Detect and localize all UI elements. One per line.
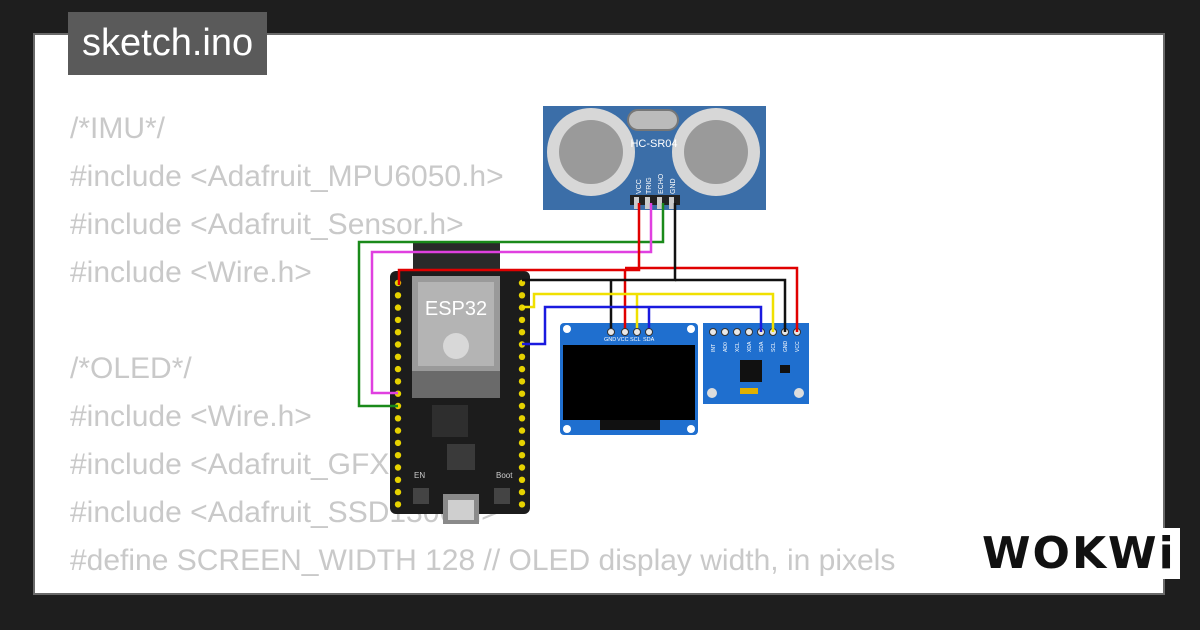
- esp32-pin[interactable]: [394, 488, 402, 496]
- esp32-pin[interactable]: [518, 365, 526, 373]
- imu-pin-label: AD0: [723, 342, 729, 352]
- imu-pin[interactable]: [745, 328, 753, 336]
- oled-pin-vcc: VCC: [617, 337, 629, 343]
- wires: [357, 203, 799, 408]
- esp32-pin[interactable]: [518, 439, 526, 447]
- imu-pin[interactable]: [733, 328, 741, 336]
- oled-pin-gnd: GND: [604, 337, 616, 343]
- wire-green: [357, 203, 665, 408]
- code-line: #include <Adafruit_MPU6050.h>: [70, 160, 504, 193]
- oled-pin-sda: SDA: [643, 337, 655, 343]
- imu-pin-label: SCL: [771, 342, 777, 352]
- esp32-pin[interactable]: [394, 452, 402, 459]
- esp32-pin[interactable]: [394, 464, 402, 471]
- esp32-pin[interactable]: [394, 439, 402, 447]
- esp32-pin[interactable]: [518, 329, 526, 336]
- wire-magenta: [370, 203, 653, 395]
- esp32-pin[interactable]: [394, 378, 402, 385]
- file-tab-label: sketch.ino: [82, 22, 254, 64]
- code-line: /*OLED*/: [70, 352, 192, 385]
- esp32-label: ESP32: [425, 298, 487, 320]
- code-line: /*IMU*/: [70, 112, 166, 145]
- esp32-pin[interactable]: [518, 427, 526, 434]
- esp32-pin[interactable]: [394, 501, 402, 508]
- esp32-pin[interactable]: [518, 353, 526, 360]
- imu-pin[interactable]: [721, 328, 729, 336]
- esp32-pin[interactable]: [394, 427, 402, 434]
- wokwi-logo: WOKWi: [978, 528, 1180, 579]
- ultrasonic-label: HC-SR04: [630, 138, 677, 150]
- svg-text:Boot: Boot: [496, 471, 513, 480]
- code-line: #define SCREEN_WIDTH 128 // OLED display…: [70, 544, 896, 577]
- oled-pin-scl: SCL: [630, 337, 641, 343]
- esp32-pin[interactable]: [518, 292, 526, 299]
- oled-display[interactable]: GND VCC SCL SDA: [560, 323, 698, 435]
- imu-pin[interactable]: [709, 328, 717, 336]
- pin-label-gnd: GND: [670, 178, 677, 194]
- imu-pin-label: SDA: [759, 341, 765, 352]
- esp32-pin[interactable]: [518, 402, 526, 410]
- imu-pin-label: XCL: [735, 342, 741, 352]
- imu-pin-label: GND: [783, 341, 789, 353]
- code-listing: /*IMU*/ #include <Adafruit_MPU6050.h> #inc…: [70, 105, 905, 593]
- pin-label-echo: ECHO: [658, 173, 665, 194]
- esp32-pin[interactable]: [518, 415, 526, 422]
- wire-black-imu: [675, 278, 787, 332]
- pin-label-vcc: VCC: [636, 179, 643, 194]
- code-line: #include <Wire.h>: [70, 256, 312, 289]
- esp32-pin[interactable]: [518, 501, 526, 508]
- esp32-pin[interactable]: [394, 415, 402, 422]
- esp32-pin[interactable]: [518, 464, 526, 471]
- esp32-pin[interactable]: [394, 316, 402, 324]
- imu-pin-label: XDA: [747, 341, 753, 352]
- esp32-board[interactable]: ESP32 Boot EN: [390, 243, 530, 524]
- imu-module[interactable]: INT AD0 XCL XDA SDA SCL GND VCC: [703, 323, 809, 404]
- esp32-pin[interactable]: [518, 378, 526, 385]
- code-line: #define SCREEN_HEIGHT 64 // OLED display…: [70, 585, 905, 593]
- esp32-pin[interactable]: [518, 476, 526, 483]
- svg-text:EN: EN: [414, 471, 425, 480]
- esp32-pin[interactable]: [394, 365, 402, 373]
- esp32-pin[interactable]: [394, 476, 402, 483]
- esp32-pin[interactable]: [394, 304, 402, 311]
- esp32-pin[interactable]: [394, 292, 402, 299]
- imu-pin-label: INT: [711, 344, 717, 352]
- imu-pin-label: VCC: [795, 341, 801, 352]
- esp32-pin[interactable]: [518, 452, 526, 459]
- wire-blue-sda: [522, 305, 763, 346]
- code-line: #include <Adafruit_Sensor.h>: [70, 208, 464, 241]
- ultrasonic-sensor[interactable]: HC-SR04 VCC TRIG ECHO GND: [543, 106, 766, 210]
- file-tab[interactable]: sketch.ino: [68, 12, 268, 75]
- esp32-pin[interactable]: [394, 341, 402, 348]
- esp32-pin[interactable]: [394, 329, 402, 336]
- pin-label-trig: TRIG: [646, 177, 653, 194]
- code-line: #include <Wire.h>: [70, 400, 312, 433]
- wire-red-imu: [625, 266, 799, 332]
- esp32-pin[interactable]: [518, 316, 526, 324]
- esp32-pin[interactable]: [394, 353, 402, 360]
- oled-header-pins: [607, 328, 653, 336]
- wire-yellow-scl: [522, 292, 775, 332]
- esp32-pin[interactable]: [518, 390, 526, 397]
- esp32-pin[interactable]: [518, 279, 526, 287]
- esp32-pin[interactable]: [518, 488, 526, 496]
- wire-red-power: [397, 203, 641, 285]
